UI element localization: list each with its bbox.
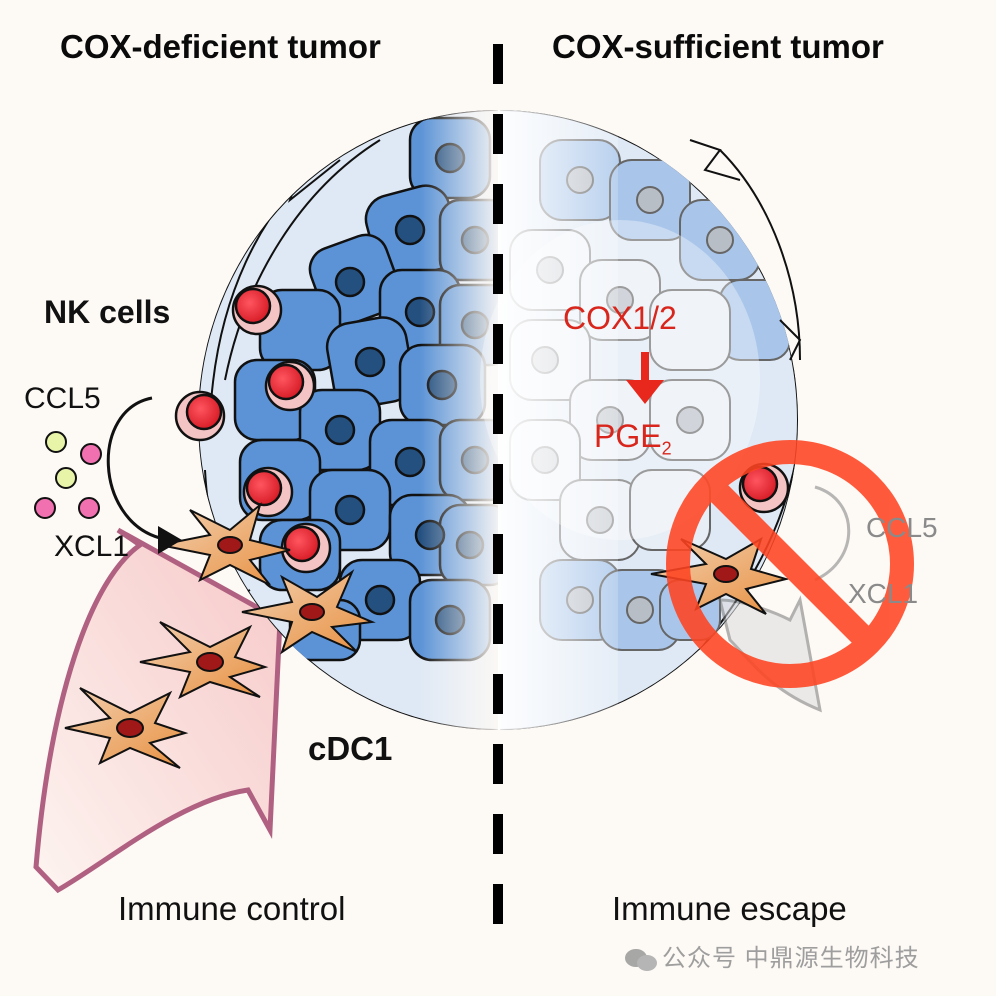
cdc1-label: cDC1: [308, 730, 393, 767]
xcl1-label: XCL1: [54, 530, 130, 563]
left-panel-title: COX-deficient tumor: [60, 28, 381, 65]
pge2-label: PGE2: [594, 418, 672, 459]
chemokine-arrow-left: [106, 396, 182, 554]
chemokine-arrow-faded: [814, 485, 851, 582]
pge-text: PGE: [594, 418, 662, 454]
chemokine-dots: [34, 431, 102, 519]
nk-cells-left: [174, 284, 332, 574]
prohibition-sign-icon: [666, 440, 914, 688]
right-outcome-label: Immune escape: [612, 890, 847, 927]
watermark-text: 公众号 中鼎源生物科技: [662, 945, 920, 972]
tumor-edge-right: [689, 139, 802, 361]
left-outcome-label: Immune control: [118, 890, 346, 927]
cdc1-cells-left: [64, 502, 376, 769]
cox-label: COX1/2: [563, 300, 677, 336]
cox-to-pge-arrow-icon: [626, 352, 664, 404]
nk-cell-right: [738, 462, 790, 514]
xcl1-label-faded: XCL1: [848, 578, 919, 609]
watermark: 公众号 中鼎源生物科技: [624, 938, 920, 973]
pge-subscript: 2: [661, 438, 672, 459]
right-panel-title: COX-sufficient tumor: [552, 28, 884, 65]
wechat-icon: [625, 948, 657, 971]
nk-cells-label: NK cells: [44, 294, 171, 330]
ccl5-label: CCL5: [24, 382, 101, 415]
ccl5-label-faded: CCL5: [866, 512, 938, 543]
